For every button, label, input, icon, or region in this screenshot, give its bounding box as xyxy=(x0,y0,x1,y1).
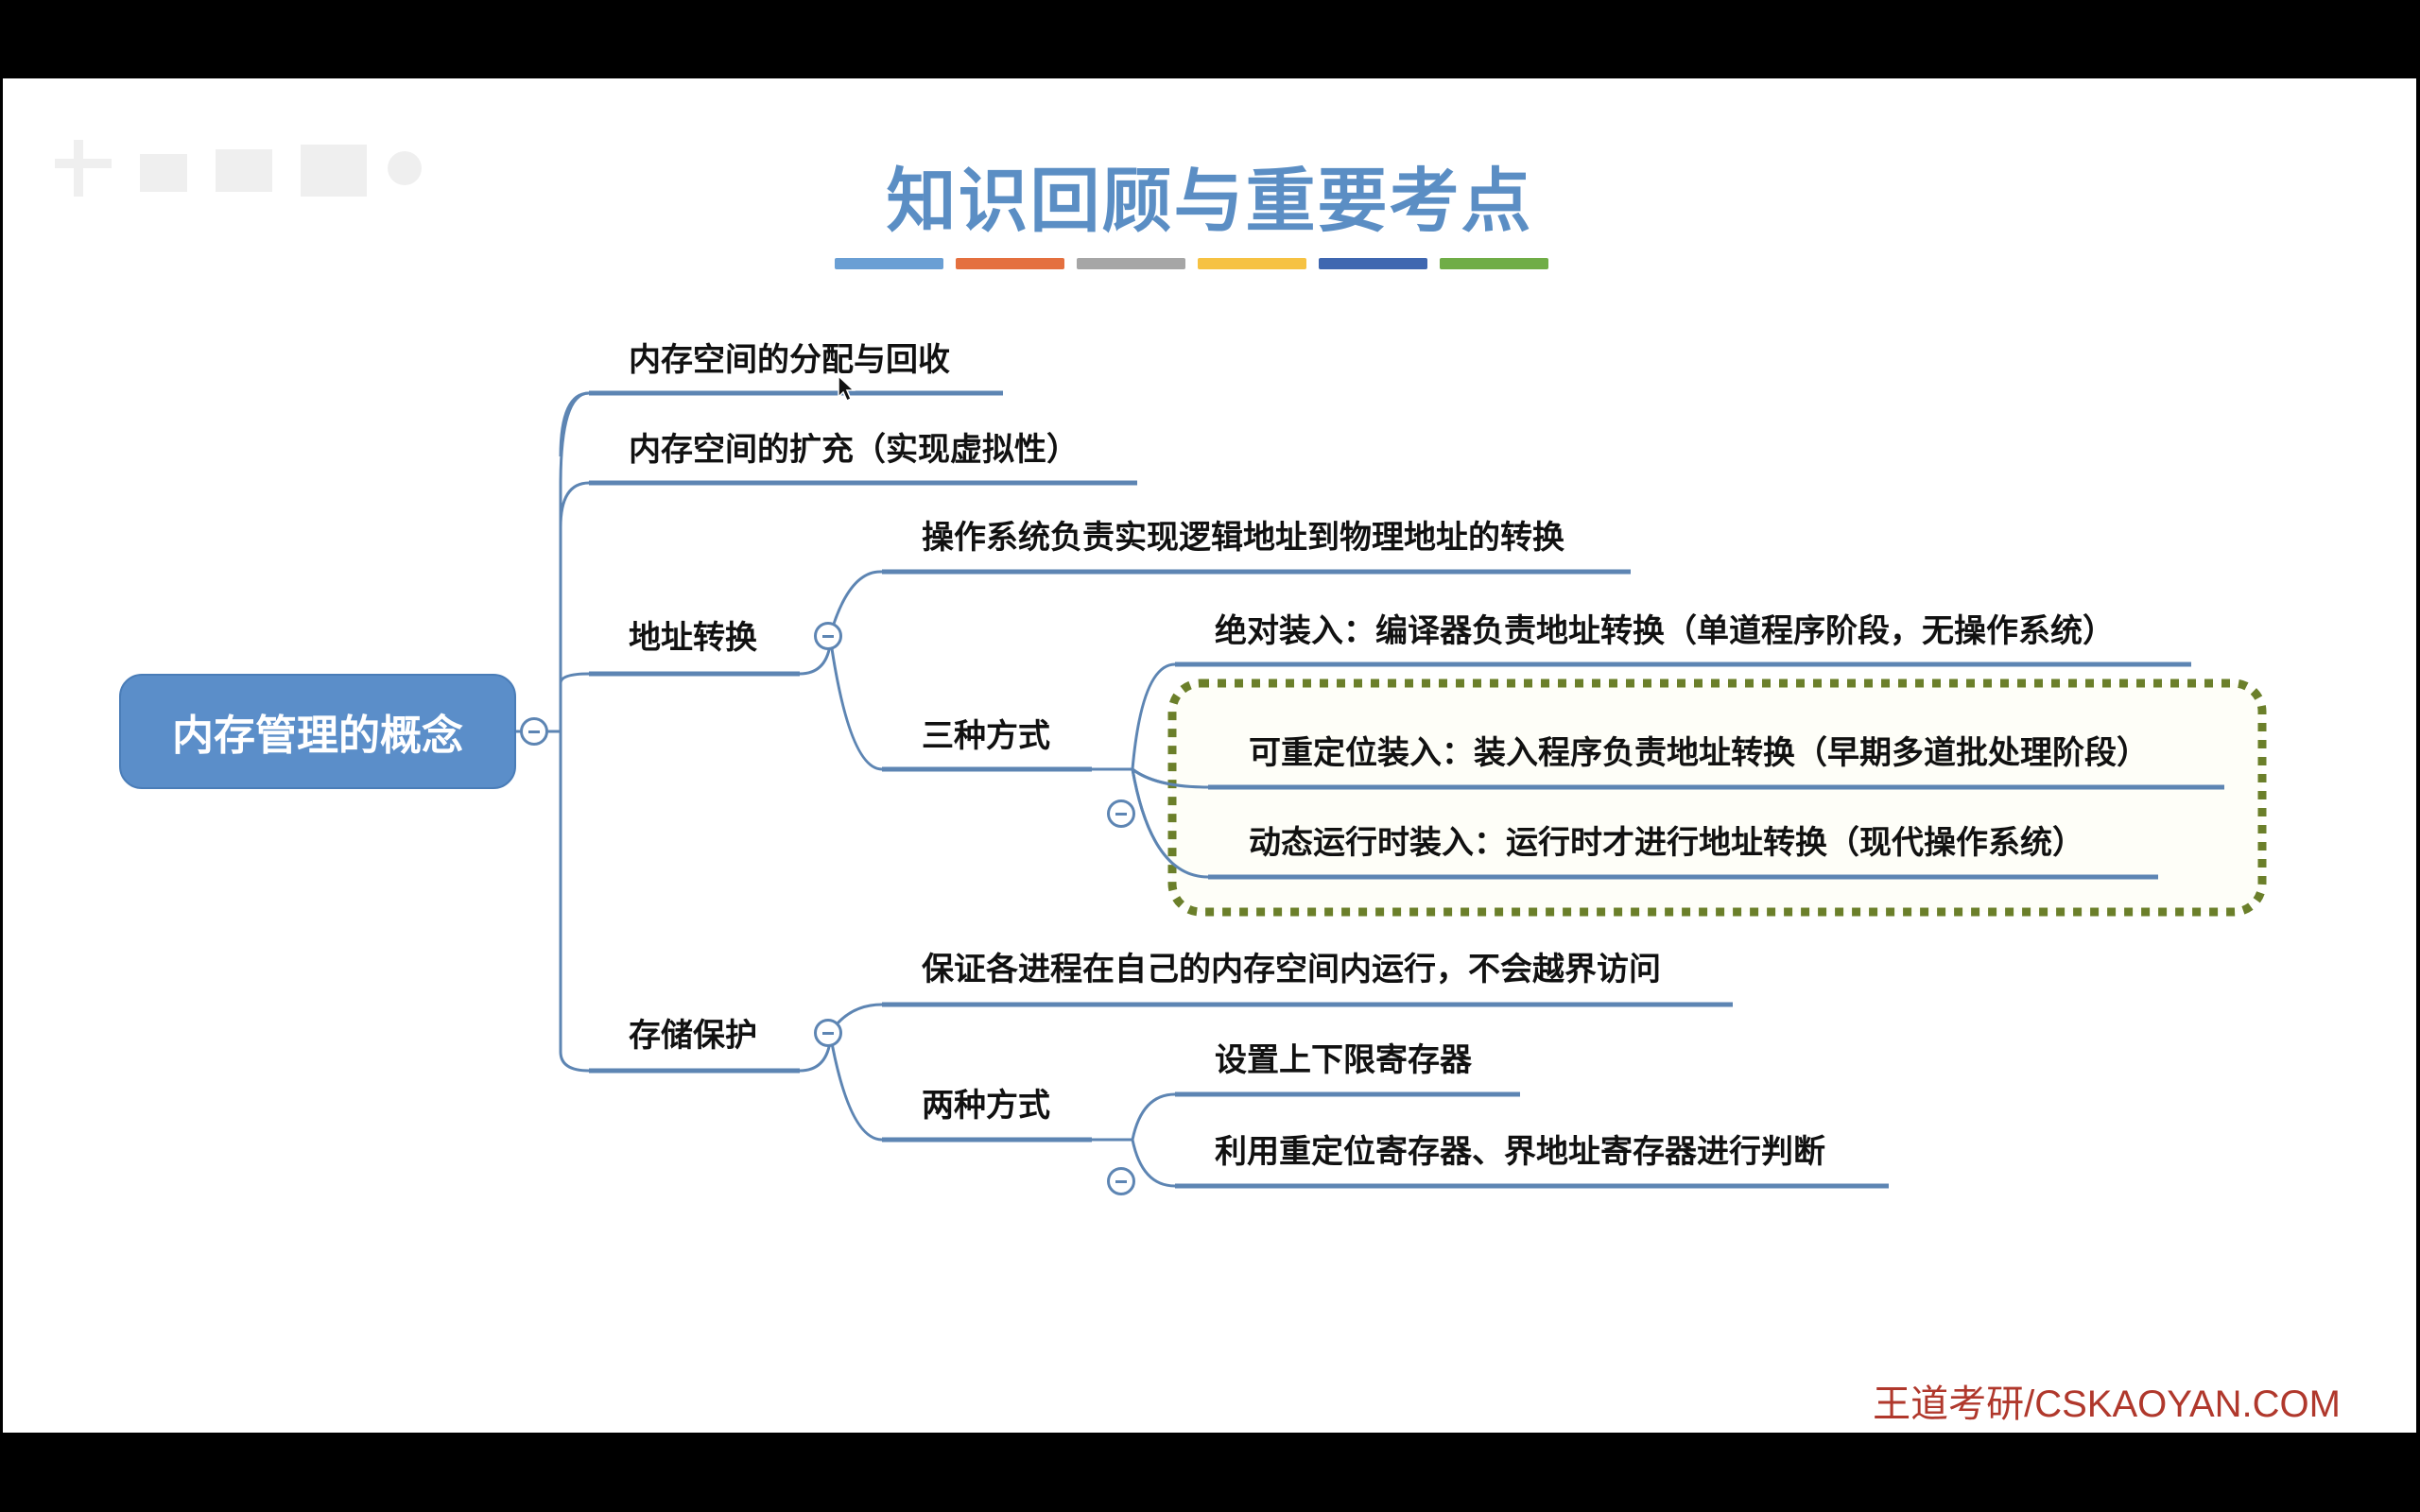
node-protection[interactable]: 存储保护 xyxy=(629,1017,757,1055)
node-expansion[interactable]: 内存空间的扩充（实现虚拟性） xyxy=(629,431,1079,469)
title-bar-6 xyxy=(1440,258,1548,269)
minus-circle-icon[interactable] xyxy=(1107,1167,1135,1195)
minus-circle-icon[interactable] xyxy=(520,717,548,746)
mouse-pointer-icon xyxy=(838,374,856,403)
root-node[interactable]: 内存管理的概念 xyxy=(119,674,516,789)
title-color-bars xyxy=(835,258,1548,269)
root-node-label: 内存管理的概念 xyxy=(172,712,463,760)
highlight-box xyxy=(1167,679,2267,917)
node-allocation[interactable]: 内存空间的分配与回收 xyxy=(629,341,950,379)
node-dynamic-load[interactable]: 动态运行时装入：运行时才进行地址转换（现代操作系统） xyxy=(1249,824,2084,862)
node-absolute-load[interactable]: 绝对装入：编译器负责地址转换（单道程序阶段，无操作系统） xyxy=(1215,612,2115,650)
node-relocation-registers[interactable]: 利用重定位寄存器、界地址寄存器进行判断 xyxy=(1215,1133,1825,1171)
watermark-logo xyxy=(55,140,422,197)
node-protection-detail[interactable]: 保证各进程在自己的内存空间内运行，不会越界访问 xyxy=(922,951,1661,988)
title-bar-5 xyxy=(1319,258,1427,269)
title-bar-3 xyxy=(1077,258,1185,269)
title-bar-2 xyxy=(956,258,1064,269)
slide: 知识回顾与重要考点 xyxy=(3,78,2416,1433)
node-protection-methods[interactable]: 两种方式 xyxy=(922,1087,1050,1125)
node-address-methods[interactable]: 三种方式 xyxy=(922,717,1050,755)
title-bar-1 xyxy=(835,258,943,269)
minus-circle-icon[interactable] xyxy=(814,1019,842,1047)
node-bound-registers[interactable]: 设置上下限寄存器 xyxy=(1215,1041,1472,1079)
page-title: 知识回顾与重要考点 xyxy=(886,161,1533,242)
mindmap-diagram xyxy=(516,258,2267,1189)
node-address-detail[interactable]: 操作系统负责实现逻辑地址到物理地址的转换 xyxy=(922,519,1564,557)
minus-circle-icon[interactable] xyxy=(814,622,842,650)
footer-brand: 王道考研/CSKAOYAN.COM xyxy=(1873,1383,2341,1425)
minus-circle-icon[interactable] xyxy=(1107,799,1135,828)
title-bar-4 xyxy=(1198,258,1306,269)
node-address[interactable]: 地址转换 xyxy=(629,619,757,657)
node-relocatable-load[interactable]: 可重定位装入：装入程序负责地址转换（早期多道批处理阶段） xyxy=(1249,734,2149,772)
